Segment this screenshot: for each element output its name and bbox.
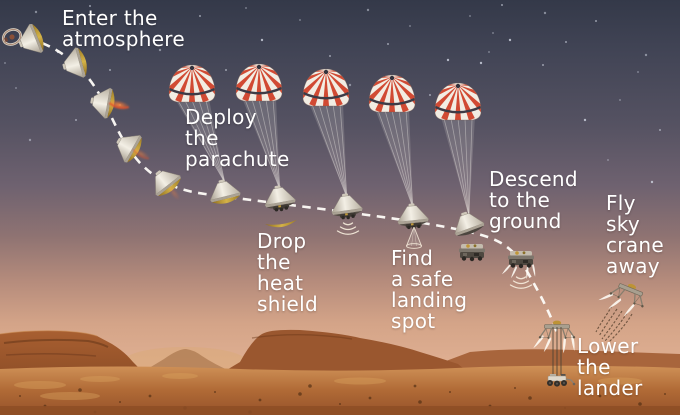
label-drop-the-heat-shield: Drop the heat shield [257, 229, 319, 316]
parachute-lines [175, 98, 475, 217]
label-deploy-the-parachute: Deploy the parachute [185, 105, 290, 171]
entry-glow [167, 185, 181, 201]
entry-glow [132, 147, 150, 161]
bridle-cables [552, 327, 562, 377]
terrain [0, 329, 680, 415]
label-lower-the-lander: Lower the lander [577, 334, 643, 400]
sky-crane-trails [595, 305, 633, 344]
label-fly-sky-crane-away: Fly sky crane away [606, 191, 664, 278]
radar-beam-cone-icon [406, 226, 422, 249]
label-find-a-safe-landing-spot: Find a safe landing spot [391, 246, 468, 333]
sky-crane-icon [533, 319, 579, 377]
entry-glow [108, 100, 130, 110]
label-descend-to-the-ground: Descend to the ground [489, 167, 578, 233]
cruise-stage-icon [1, 28, 23, 46]
label-enter-the-atmosphere: Enter the atmosphere [62, 6, 185, 51]
